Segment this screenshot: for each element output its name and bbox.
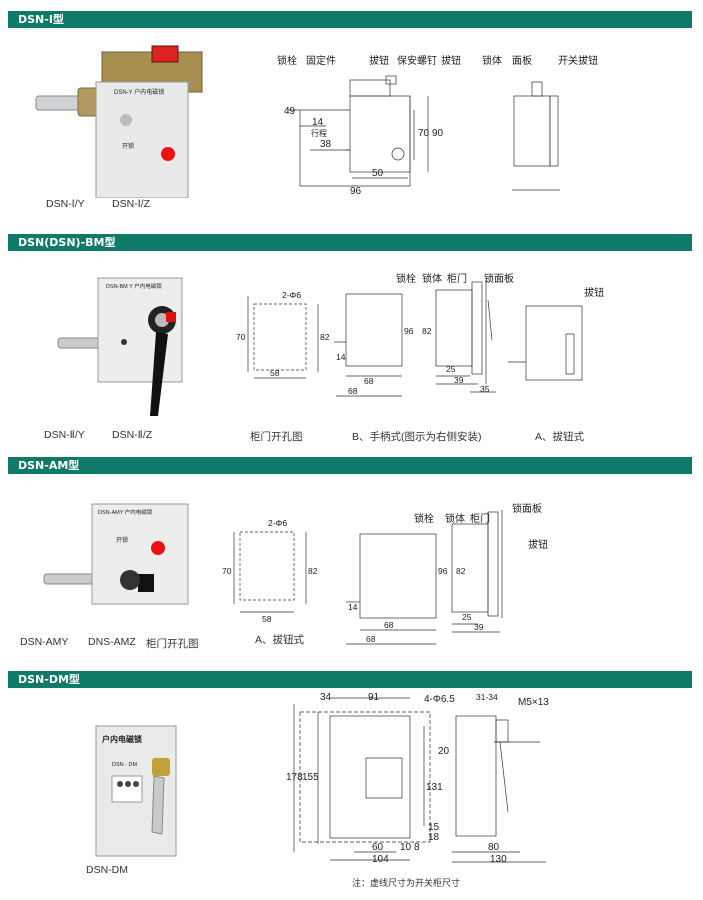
- s2-dim-holes: 2-Φ6: [282, 290, 301, 300]
- s2-label-panel: 锁面板: [484, 272, 514, 285]
- s2-label-knob: 拔钮: [584, 286, 604, 299]
- s3-dim-82b: 82: [456, 566, 466, 576]
- s1-label-knob-2: 拔钮: [441, 54, 461, 67]
- s1-dim-96: 96: [350, 186, 362, 197]
- product-photo-dsn-1: DSN-Y 户内电磁锁 开锁: [28, 38, 218, 199]
- s4-dim-8: 8: [414, 842, 420, 853]
- s3-dim-96: 96: [438, 566, 448, 576]
- photo-4-label: 户内电磁锁: [102, 734, 142, 744]
- s2-label-bolt: 锁栓: [396, 272, 416, 285]
- photo-4-model-label: DSN - DM: [112, 762, 137, 768]
- s2-dim-25: 25: [446, 364, 456, 374]
- s2-dim-82: 82: [320, 332, 330, 342]
- s1-label-screw: 保安螺钉: [397, 54, 437, 67]
- caption-door-cutout-am: 柜门开孔图: [146, 638, 199, 650]
- s1-label-travel: 行程: [311, 128, 327, 138]
- s4-dim-18: 18: [428, 832, 440, 843]
- product-photo-dsn-dm: 户内电磁锁 DSN - DM: [92, 722, 202, 862]
- s3-dim-68: 68: [384, 620, 394, 630]
- s3-dim-70: 70: [222, 566, 232, 576]
- caption-dsn-2-z: DSN-Ⅱ/Z: [112, 429, 153, 441]
- s2-dim-39: 39: [454, 375, 464, 385]
- s3-dim-68b: 68: [366, 634, 376, 644]
- caption-dsn-1-y: DSN-Ⅰ/Y: [46, 198, 85, 210]
- s4-dim-10: 10: [400, 842, 412, 853]
- s2-label-door: 柜门: [447, 272, 467, 285]
- s1-label-body: 锁体: [482, 54, 502, 67]
- section-title-dsn-1: DSN-Ⅰ型: [8, 11, 692, 28]
- photo-1-panel-label: 开锁: [122, 142, 134, 150]
- section-title-dsn-am: DSN-AM型: [8, 457, 692, 474]
- caption-door-cutout: 柜门开孔图: [250, 431, 303, 443]
- s4-dim-15: 15: [428, 822, 440, 833]
- s1-dim-90: 90: [432, 128, 444, 139]
- s1-label-fixing: 固定件: [306, 54, 336, 67]
- s1-dim-49: 49: [284, 106, 296, 117]
- s3-dim-14: 14: [348, 602, 358, 612]
- s3-label-door: 柜门: [470, 512, 490, 525]
- s3-label-bolt: 锁栓: [414, 512, 434, 525]
- footnote: 注：虚线尺寸为开关柜尺寸: [352, 878, 461, 888]
- s4-dim-31-34: 31-34: [476, 692, 498, 702]
- section-title-dsn-bm: DSN(DSN)-BM型: [8, 234, 692, 251]
- s3-dim-82: 82: [308, 566, 318, 576]
- s4-dim-34: 34: [320, 692, 332, 703]
- product-photo-dsn-am: DSN-AMY 户内电磁锁 开锁: [40, 500, 190, 625]
- product-photo-dsn-bm: DSN-BM Y 户内电磁锁: [52, 276, 192, 426]
- s4-dim-104: 104: [372, 854, 389, 865]
- s4-dim-20: 20: [438, 746, 450, 757]
- s2-dim-68: 68: [364, 376, 374, 386]
- photo-2-label: DSN-BM Y 户内电磁锁: [106, 282, 162, 290]
- s4-dim-60: 60: [372, 842, 384, 853]
- s3-dim-holes: 2-Φ6: [268, 518, 287, 528]
- caption-handle-type: B、手柄式(图示为右侧安装): [352, 431, 482, 443]
- caption-dsn-1-z: DSN-Ⅰ/Z: [112, 198, 151, 210]
- s3-label-knob: 拔钮: [528, 538, 548, 551]
- s2-dim-58: 58: [270, 368, 280, 378]
- s1-dim-38: 38: [320, 139, 332, 150]
- s4-dim-178: 178: [286, 772, 303, 783]
- s4-dim-80: 80: [488, 842, 500, 853]
- caption-dsn-dm: DSN-DM: [86, 864, 128, 876]
- s1-dim-70: 70: [418, 128, 430, 139]
- caption-dsn-amy: DSN-AMY: [20, 636, 69, 648]
- s2-dim-82b: 82: [422, 326, 432, 336]
- s1-dim-14: 14: [312, 117, 324, 128]
- s3-dim-39: 39: [474, 622, 484, 632]
- caption-pull-button-type: A、拔钮式: [535, 431, 585, 443]
- s1-label-bolt: 锁栓: [277, 54, 297, 67]
- s2-dim-68b: 68: [348, 386, 358, 396]
- s4-label-m5: M5×13: [518, 697, 549, 708]
- s3-dim-58: 58: [262, 614, 272, 624]
- s2-dim-70: 70: [236, 332, 246, 342]
- section-title-dsn-dm: DSN-DM型: [8, 671, 692, 688]
- s4-dim-holes: 4-Φ6.5: [424, 694, 455, 705]
- s3-label-body: 锁体: [445, 512, 465, 525]
- s1-label-knob: 拔钮: [369, 54, 389, 67]
- photo-3-label: DSN-AMY 户内电磁锁: [98, 508, 153, 516]
- photo-3-panel-label: 开锁: [116, 536, 128, 544]
- caption-pull-button-am: A、拔钮式: [255, 634, 305, 646]
- s4-dim-155: 155: [302, 772, 319, 783]
- s2-dim-35: 35: [480, 384, 490, 394]
- caption-dns-amz: DNS-AMZ: [88, 636, 136, 648]
- s3-label-panel: 锁面板: [512, 502, 542, 515]
- s2-label-body: 锁体: [422, 272, 442, 285]
- s2-dim-96: 96: [404, 326, 414, 336]
- s4-dim-91: 91: [368, 692, 380, 703]
- s1-dim-50: 50: [372, 168, 384, 179]
- s1-label-panel: 面板: [512, 54, 532, 67]
- s1-label-switch-knob: 开关拔钮: [558, 54, 598, 67]
- s4-dim-131: 131: [426, 782, 443, 793]
- s4-dim-130: 130: [490, 854, 507, 865]
- s3-dim-25: 25: [462, 612, 472, 622]
- s2-dim-14: 14: [336, 352, 346, 362]
- photo-1-label: DSN-Y 户内电磁锁: [114, 88, 164, 96]
- caption-dsn-2-y: DSN-Ⅱ/Y: [44, 429, 85, 441]
